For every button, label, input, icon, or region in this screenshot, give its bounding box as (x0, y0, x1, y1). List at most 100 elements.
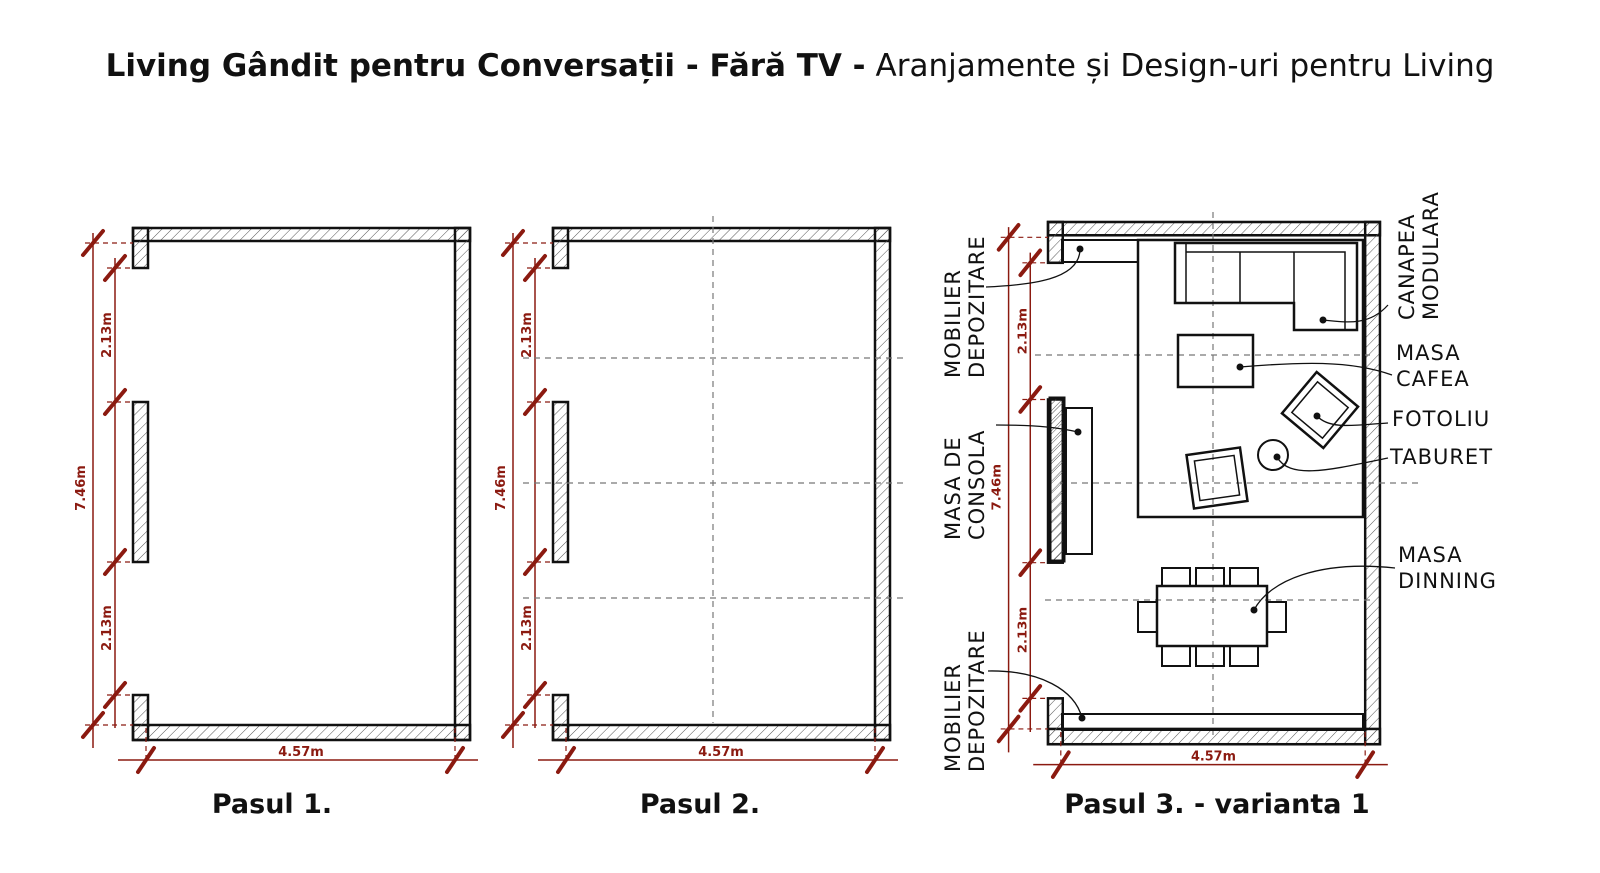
svg-text:MODULARA: MODULARA (1419, 191, 1443, 320)
wall (131, 723, 472, 742)
wall (873, 226, 892, 742)
wall (1046, 727, 1382, 746)
console-wall (1048, 396, 1066, 563)
title-subtitle: Aranjamente și Design-uri pentru Living (875, 48, 1495, 84)
wall (551, 226, 570, 270)
dimension-segment-top: 2.13m (100, 312, 115, 358)
dimension-tick (81, 711, 105, 739)
wall (1046, 220, 1382, 237)
dimension-segment-bottom: 2.13m (100, 605, 115, 651)
leader-line (1276, 456, 1389, 472)
leader-dot (1074, 428, 1082, 436)
dimension-tick (103, 388, 127, 416)
sofa-cushions (1185, 243, 1346, 330)
coffee-table (1176, 333, 1255, 389)
label-dining-1: MASA (1398, 543, 1463, 567)
console-table (1065, 407, 1093, 555)
dining-chair (1266, 601, 1287, 633)
dimension-tick (523, 388, 547, 416)
wall (551, 226, 892, 243)
dimension-tick (996, 714, 1021, 744)
leader-dot (1078, 714, 1086, 722)
leader-line (987, 670, 1083, 719)
dimension-tick (996, 223, 1021, 252)
step-1-label: Pasul 1. (212, 789, 332, 820)
armchair-frame (1185, 446, 1249, 510)
dimension-segment-top: 2.13m (520, 312, 535, 358)
wall (551, 400, 570, 564)
dimension-total-height: 7.46m (74, 465, 89, 511)
wall (1046, 220, 1065, 265)
leader-dot (1236, 363, 1244, 371)
wall (1046, 697, 1065, 746)
dining-table (1155, 584, 1269, 648)
label-storage-bottom: MOBILIER DEPOZITARE (941, 629, 989, 772)
dimension-total-height: 7.46m (990, 464, 1005, 510)
dining-chair (1229, 645, 1259, 667)
dining-chair (1195, 567, 1225, 587)
leader-dot (1250, 606, 1258, 614)
plan-step-1: 7.46m 2.13m 2.13m 4.57m (74, 226, 478, 774)
dimension-tick (81, 229, 105, 257)
dimension-total-height: 7.46m (494, 465, 509, 511)
step-3-label: Pasul 3. - varianta 1 (1064, 789, 1369, 820)
leader-line (1253, 565, 1396, 611)
svg-text:MASA DE: MASA DE (941, 436, 965, 540)
armchair-right (1280, 370, 1360, 450)
dimension-tick (1018, 684, 1043, 713)
dimension-tick (1018, 248, 1043, 278)
dining-chair (1161, 567, 1191, 587)
svg-text:MOBILIER: MOBILIER (941, 269, 965, 378)
label-dining-2: DINNING (1398, 569, 1497, 593)
dining-chair (1137, 601, 1158, 633)
leader-dot (1319, 316, 1327, 324)
svg-text:CONSOLA: CONSOLA (965, 430, 989, 540)
storage-top (1061, 239, 1139, 263)
wall (453, 226, 472, 742)
dining-chair (1161, 645, 1191, 667)
leader-line (985, 248, 1081, 288)
label-console: MASA DE CONSOLA (941, 430, 989, 540)
label-sofa: CANAPEA MODULARA (1395, 191, 1443, 320)
dimension-width: 4.57m (1191, 749, 1236, 764)
label-stool: TABURET (1389, 445, 1493, 469)
wall (551, 693, 570, 742)
wall (131, 693, 150, 742)
leader-dot (1273, 453, 1281, 461)
armchair-seat (1193, 454, 1241, 502)
modular-sofa (1173, 241, 1359, 332)
dimension-tick (501, 229, 525, 257)
dimension-width: 4.57m (278, 745, 324, 760)
dimension-width: 4.57m (698, 745, 744, 760)
leader-line (995, 424, 1079, 433)
wall (131, 226, 150, 270)
dimension-tick (501, 711, 525, 739)
svg-text:CANAPEA: CANAPEA (1395, 214, 1419, 320)
armchair-seat (1290, 380, 1350, 440)
dimension-tick (103, 681, 127, 709)
leader-line (1322, 304, 1389, 323)
svg-text:DEPOZITARE: DEPOZITARE (965, 629, 989, 772)
dimension-tick (1018, 548, 1043, 577)
dining-chair (1195, 645, 1225, 667)
dimension-tick (523, 548, 547, 576)
stool (1257, 439, 1289, 471)
furniture-layout (985, 212, 1420, 735)
rug (1136, 238, 1365, 519)
leader-dot (1313, 412, 1321, 420)
label-coffee-table-1: MASA (1396, 341, 1461, 365)
dimension-segment-bottom: 2.13m (1016, 607, 1031, 653)
label-coffee-table-2: CAFEA (1396, 367, 1470, 391)
label-armchair: FOTOLIU (1392, 407, 1490, 431)
svg-text:DEPOZITARE: DEPOZITARE (965, 235, 989, 378)
wall (551, 723, 892, 742)
leader-dot (1076, 245, 1084, 253)
step-2-label: Pasul 2. (640, 789, 760, 820)
svg-text:MOBILIER: MOBILIER (941, 663, 965, 772)
storage-bottom (1061, 713, 1364, 731)
dimension-segment-bottom: 2.13m (520, 605, 535, 651)
leader-line (1316, 415, 1389, 427)
leader-line (1239, 362, 1393, 376)
